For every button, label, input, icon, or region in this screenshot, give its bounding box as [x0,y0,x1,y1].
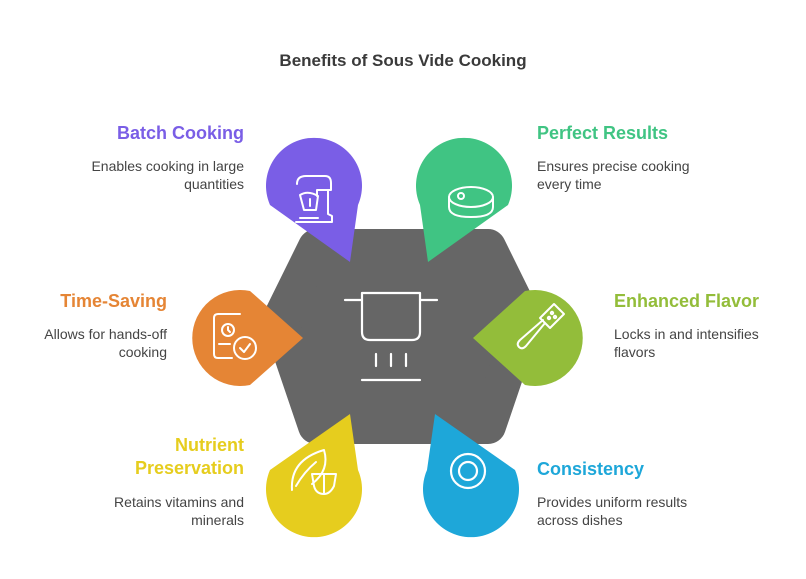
petal-perfect-results [416,137,513,262]
petal-enhanced-flavor [473,290,583,386]
desc-perfect-results: Ensures precise cooking every time [537,158,690,192]
desc-time-saving: Allows for hands-off cooking [44,326,167,360]
page-title: Benefits of Sous Vide Cooking [279,51,527,70]
target-icon [449,452,487,490]
sous-vide-pot-icon [343,291,439,382]
desc-enhanced-flavor: Locks in and intensifies flavors [614,326,759,360]
steak-icon [448,186,494,218]
petal-time-saving [192,290,303,386]
heading-nutrient-preservation: Nutrient Preservation [134,435,244,478]
clock-document-icon [213,313,257,360]
desc-consistency: Provides uniform results across dishes [537,494,688,528]
heading-enhanced-flavor: Enhanced Flavor [614,291,760,311]
heading-perfect-results: Perfect Results [537,123,669,143]
petal-batch-cooking [266,137,362,262]
spatula-icon [516,303,565,350]
petal-consistency [423,414,520,538]
heading-consistency: Consistency [537,459,645,479]
petal-nutrient-preservation [266,414,362,538]
heading-time-saving: Time-Saving [60,291,167,311]
leaf-icon [290,449,337,495]
heading-batch-cooking: Batch Cooking [116,123,244,143]
desc-nutrient-preservation: Retains vitamins and minerals [114,494,244,528]
stand-mixer-icon [295,175,333,223]
desc-batch-cooking: Enables cooking in large quantities [91,158,244,192]
